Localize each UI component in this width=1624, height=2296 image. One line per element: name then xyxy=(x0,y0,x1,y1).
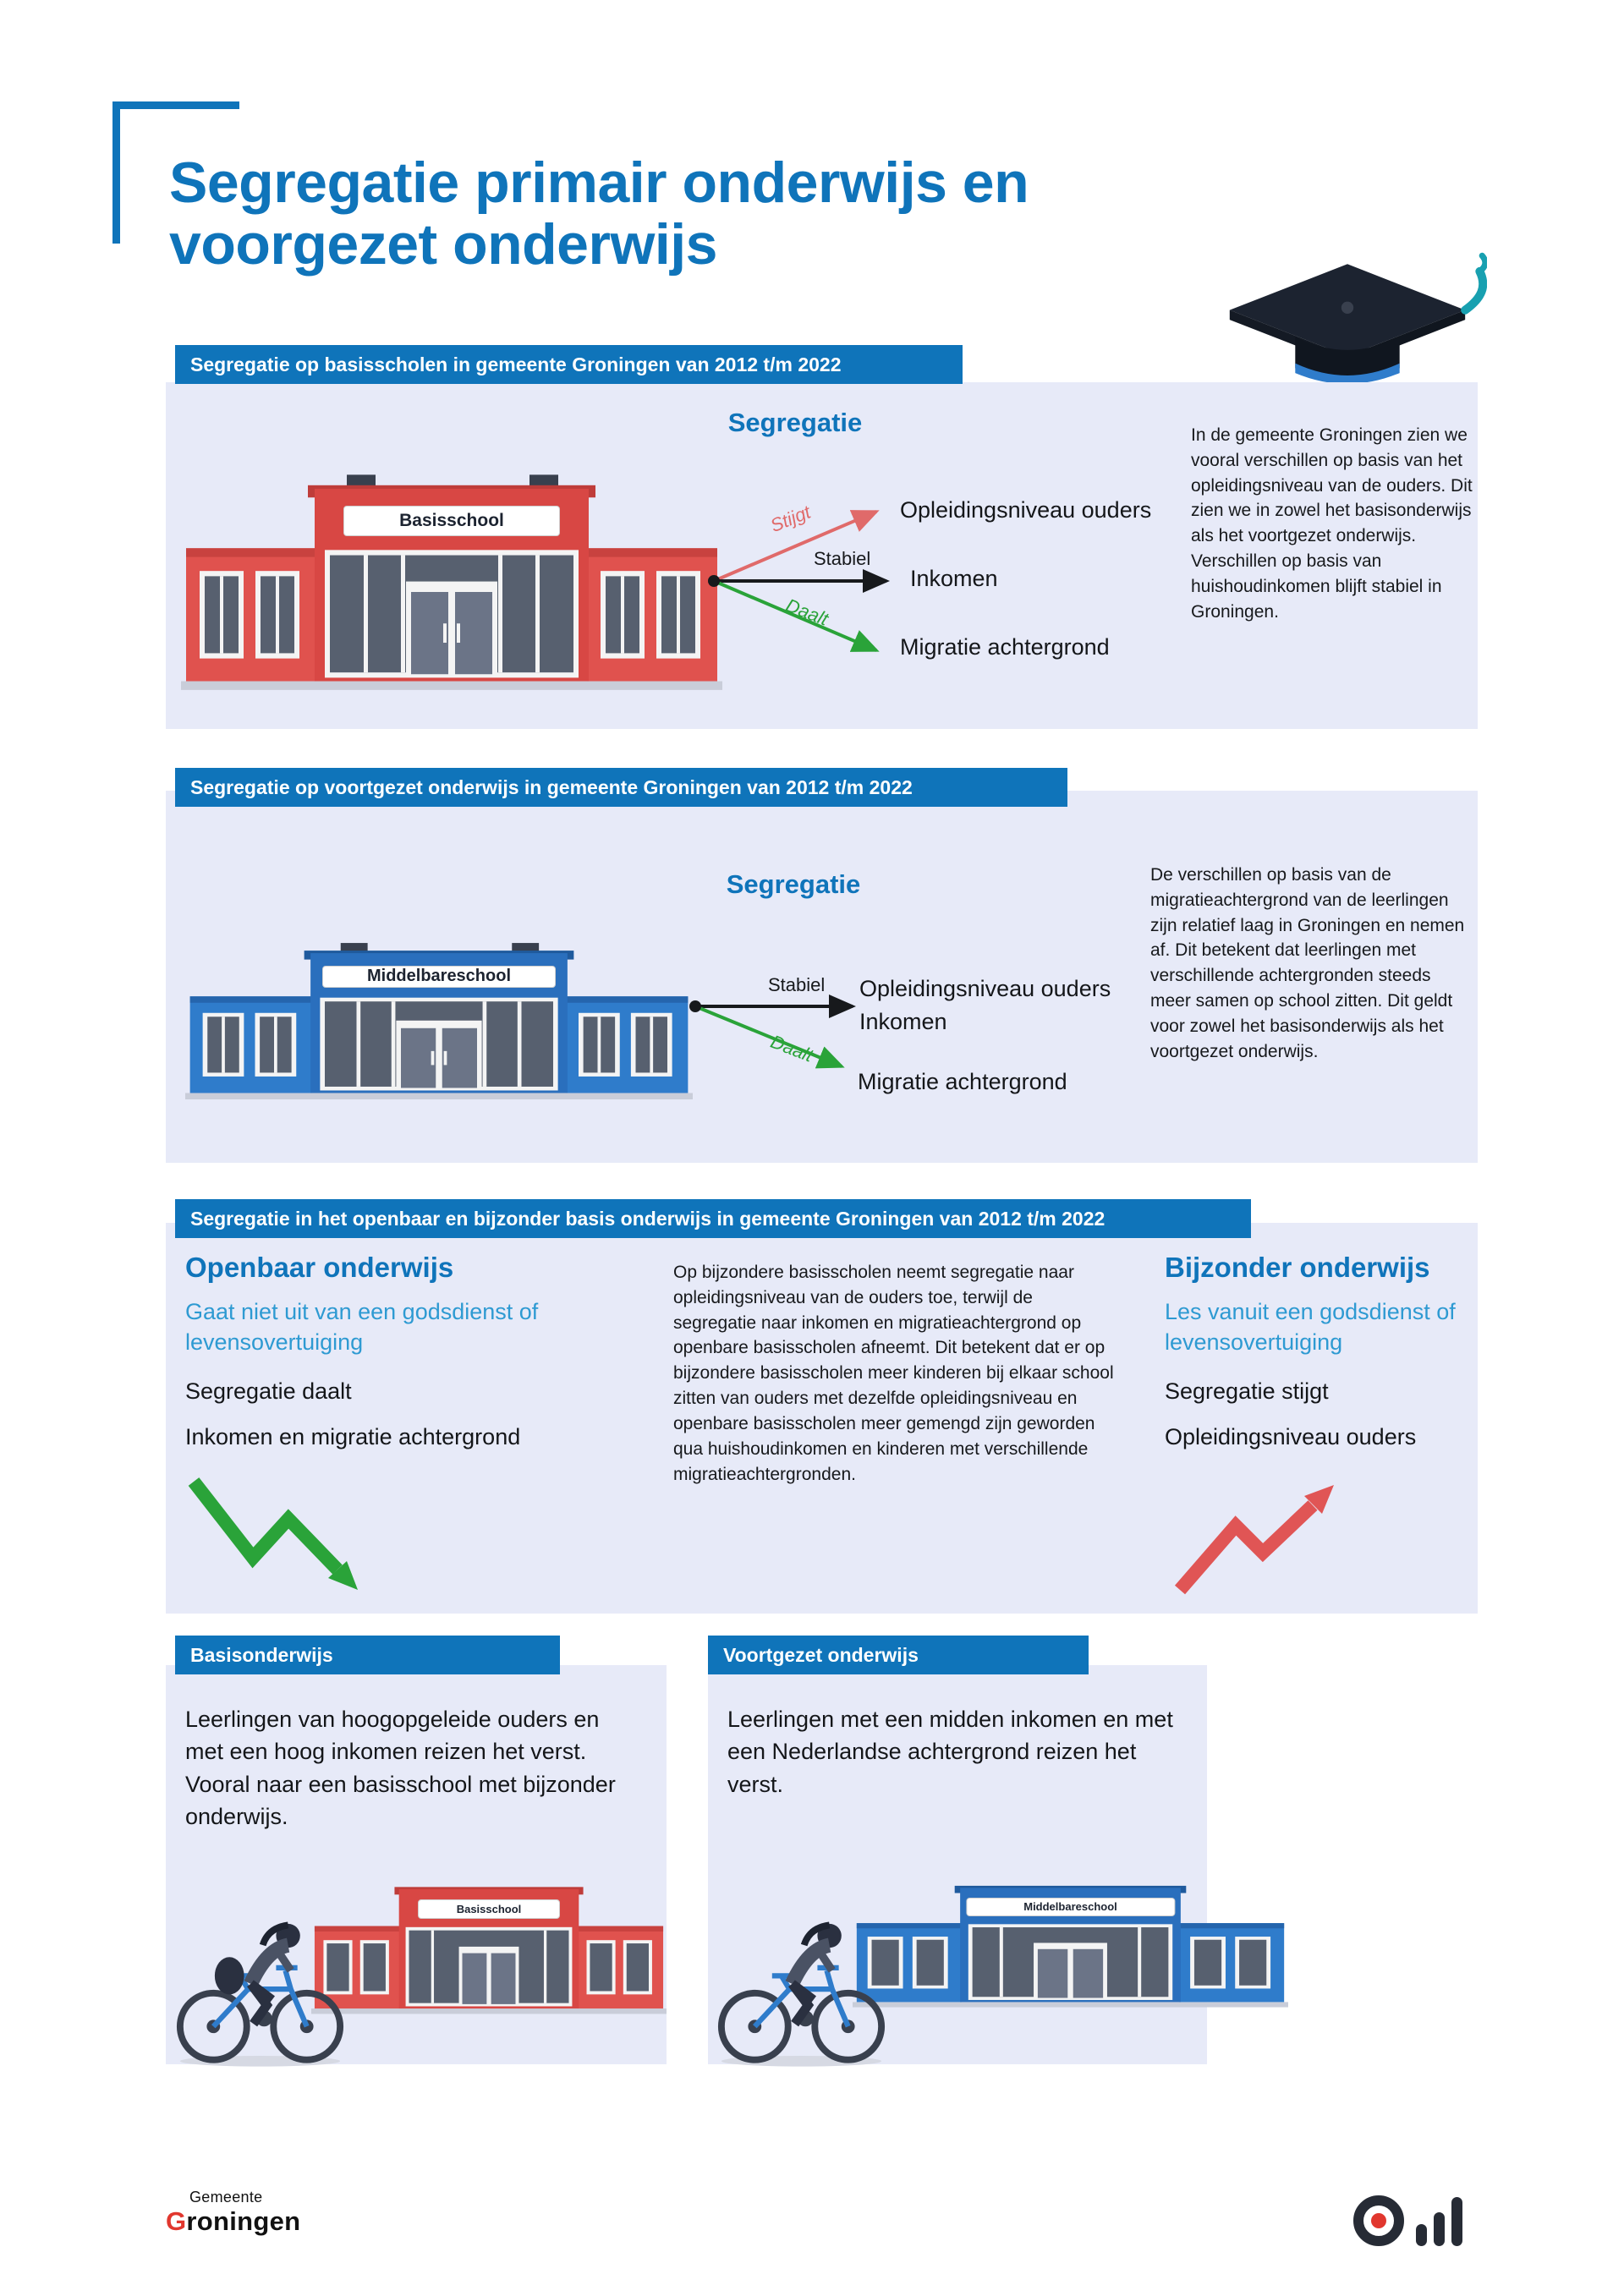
target-block-voortgezet: Opleidingsniveau ouders Inkomen xyxy=(859,973,1111,1038)
openbaar-subtitle: Gaat niet uit van een godsdienst of leve… xyxy=(185,1299,539,1355)
gemeente-logo-top-text: Gemeente xyxy=(189,2189,263,2206)
corner-bracket-decoration xyxy=(112,101,239,244)
trend-arrows-diagram-voortgezet xyxy=(679,950,874,1089)
basisschool-building-small-illustration: Basisschool xyxy=(311,1859,667,2016)
header-openbaar-bijzonder: Segregatie in het openbaar en bijzonder … xyxy=(175,1199,1251,1238)
body-text-voortgezet: De verschillen op basis van de migratiea… xyxy=(1150,865,1465,1061)
basisschool-building-illustration: Basisschool xyxy=(181,440,722,693)
building-sign: Middelbareschool xyxy=(965,1898,1176,1916)
target-inkomen: Inkomen xyxy=(910,566,998,591)
footer-brand-logo xyxy=(1352,2187,1479,2255)
openbaar-line1: Segregatie daalt xyxy=(185,1378,352,1404)
bijzonder-subtitle: Les vanuit een godsdienst of levensovert… xyxy=(1165,1299,1456,1355)
bijzonder-title: Bijzonder onderwijs xyxy=(1165,1252,1430,1283)
bijzonder-line2: Opleidingsniveau ouders xyxy=(1165,1424,1417,1449)
header-voortgezet-onderwijs: Voortgezet onderwijs xyxy=(708,1636,1089,1674)
middelbareschool-building-illustration: Middelbareschool xyxy=(185,918,693,1102)
building-sign: Middelbareschool xyxy=(322,965,556,988)
page-title-line2: voorgezet onderwijs xyxy=(169,212,717,277)
target-migratie: Migratie achtergrond xyxy=(900,634,1110,660)
target-opleidingsniveau-2: Opleidingsniveau ouders xyxy=(859,976,1111,1001)
trend-up-zigzag-arrow xyxy=(1171,1482,1353,1608)
arrow-label-stabiel: Stabiel xyxy=(814,548,871,569)
trend-arrows-diagram-basis xyxy=(699,486,910,677)
trend-down-zigzag-arrow xyxy=(185,1473,380,1608)
openbaar-title: Openbaar onderwijs xyxy=(185,1252,454,1283)
openbaar-line2: Inkomen en migratie achtergrond xyxy=(185,1424,521,1449)
target-opleidingsniveau: Opleidingsniveau ouders xyxy=(900,497,1152,523)
body-text-openbaar-bijzonder: Op bijzondere basisscholen neemt segrega… xyxy=(673,1263,1114,1484)
diagram-title-basis: Segregatie xyxy=(727,408,863,437)
page-title: Segregatie primair onderwijs en voorgeze… xyxy=(169,151,1303,277)
body-text-voortgezet-onderwijs: Leerlingen met een midden inkomen en met… xyxy=(727,1707,1173,1797)
gemeente-logo-main-text: Groningen xyxy=(166,2206,300,2237)
header-voortgezet: Segregatie op voortgezet onderwijs in ge… xyxy=(175,768,1067,807)
gemeente-groningen-logo: Gemeente Groningen xyxy=(166,2189,300,2237)
arrow-label-stabiel-2: Stabiel xyxy=(768,974,826,995)
body-text-basisonderwijs: Leerlingen van hoogopgeleide ouders en m… xyxy=(185,1707,616,1829)
gemeente-logo-g: G xyxy=(166,2206,187,2236)
building-sign: Basisschool xyxy=(418,1899,560,1919)
target-inkomen-2: Inkomen xyxy=(859,1009,947,1035)
graduation-cap-icon xyxy=(1208,252,1487,409)
gemeente-logo-rest: roningen xyxy=(186,2206,301,2236)
bijzonder-line1: Segregatie stijgt xyxy=(1165,1378,1329,1404)
cyclist-illustration xyxy=(173,1913,347,2069)
body-text-basis: In de gemeente Groningen zien we vooral … xyxy=(1191,425,1473,622)
page-title-line1: Segregatie primair onderwijs en xyxy=(169,151,1029,215)
middelbareschool-building-small-illustration: Middelbareschool xyxy=(853,1859,1288,2009)
header-basisonderwijs: Basisonderwijs xyxy=(175,1636,560,1674)
cyclist-illustration-2 xyxy=(715,1913,888,2069)
building-sign: Basisschool xyxy=(343,506,560,536)
diagram-title-voortgezet: Segregatie xyxy=(726,869,861,899)
header-basisscholen: Segregatie op basisscholen in gemeente G… xyxy=(175,345,963,384)
target-migratie-2: Migratie achtergrond xyxy=(858,1069,1067,1094)
